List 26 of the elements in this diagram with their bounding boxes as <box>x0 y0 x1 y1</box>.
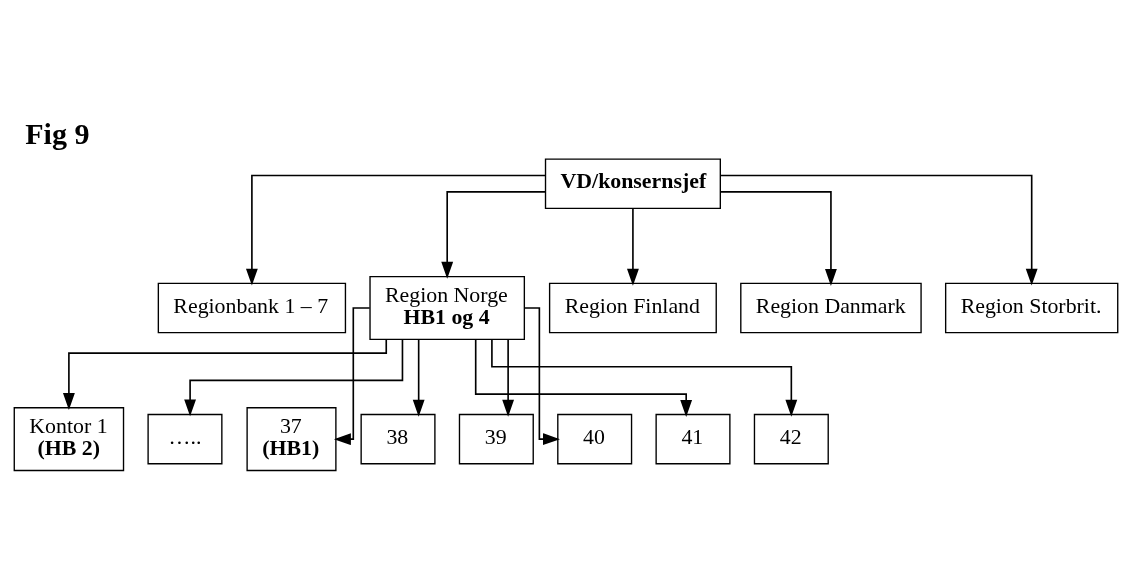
node-box: Region Storbrit. <box>944 282 1119 333</box>
arrow <box>441 190 547 279</box>
node-box: 39 <box>458 413 534 464</box>
node-box: VD/konsernsjef <box>544 157 721 209</box>
node-box: Regionbank 1 – 7 <box>157 282 347 333</box>
node-box: 37 (HB1) <box>246 406 337 471</box>
arrow <box>502 338 515 417</box>
arrow <box>184 338 404 416</box>
arrow <box>719 190 837 286</box>
node-box: 41 <box>655 413 731 464</box>
arrow <box>474 338 693 417</box>
arrow <box>412 338 425 417</box>
arrow <box>245 174 547 286</box>
arrow <box>62 338 388 410</box>
node-box: Region Danmark <box>740 282 922 333</box>
diagram-title: Fig 9 <box>25 116 90 150</box>
node-box: 40 <box>557 413 633 464</box>
node-box: Region Finland <box>548 282 717 333</box>
node-box: 38 <box>360 413 436 464</box>
node-box: 42 <box>753 413 829 464</box>
arrow <box>719 174 1038 286</box>
arrow <box>491 338 798 417</box>
node-box: ….. <box>147 413 223 464</box>
node-box: Region Norge HB1 og 4 <box>369 275 526 340</box>
node-box: Kontor 1 (HB 2) <box>13 406 125 471</box>
arrow <box>627 207 639 286</box>
